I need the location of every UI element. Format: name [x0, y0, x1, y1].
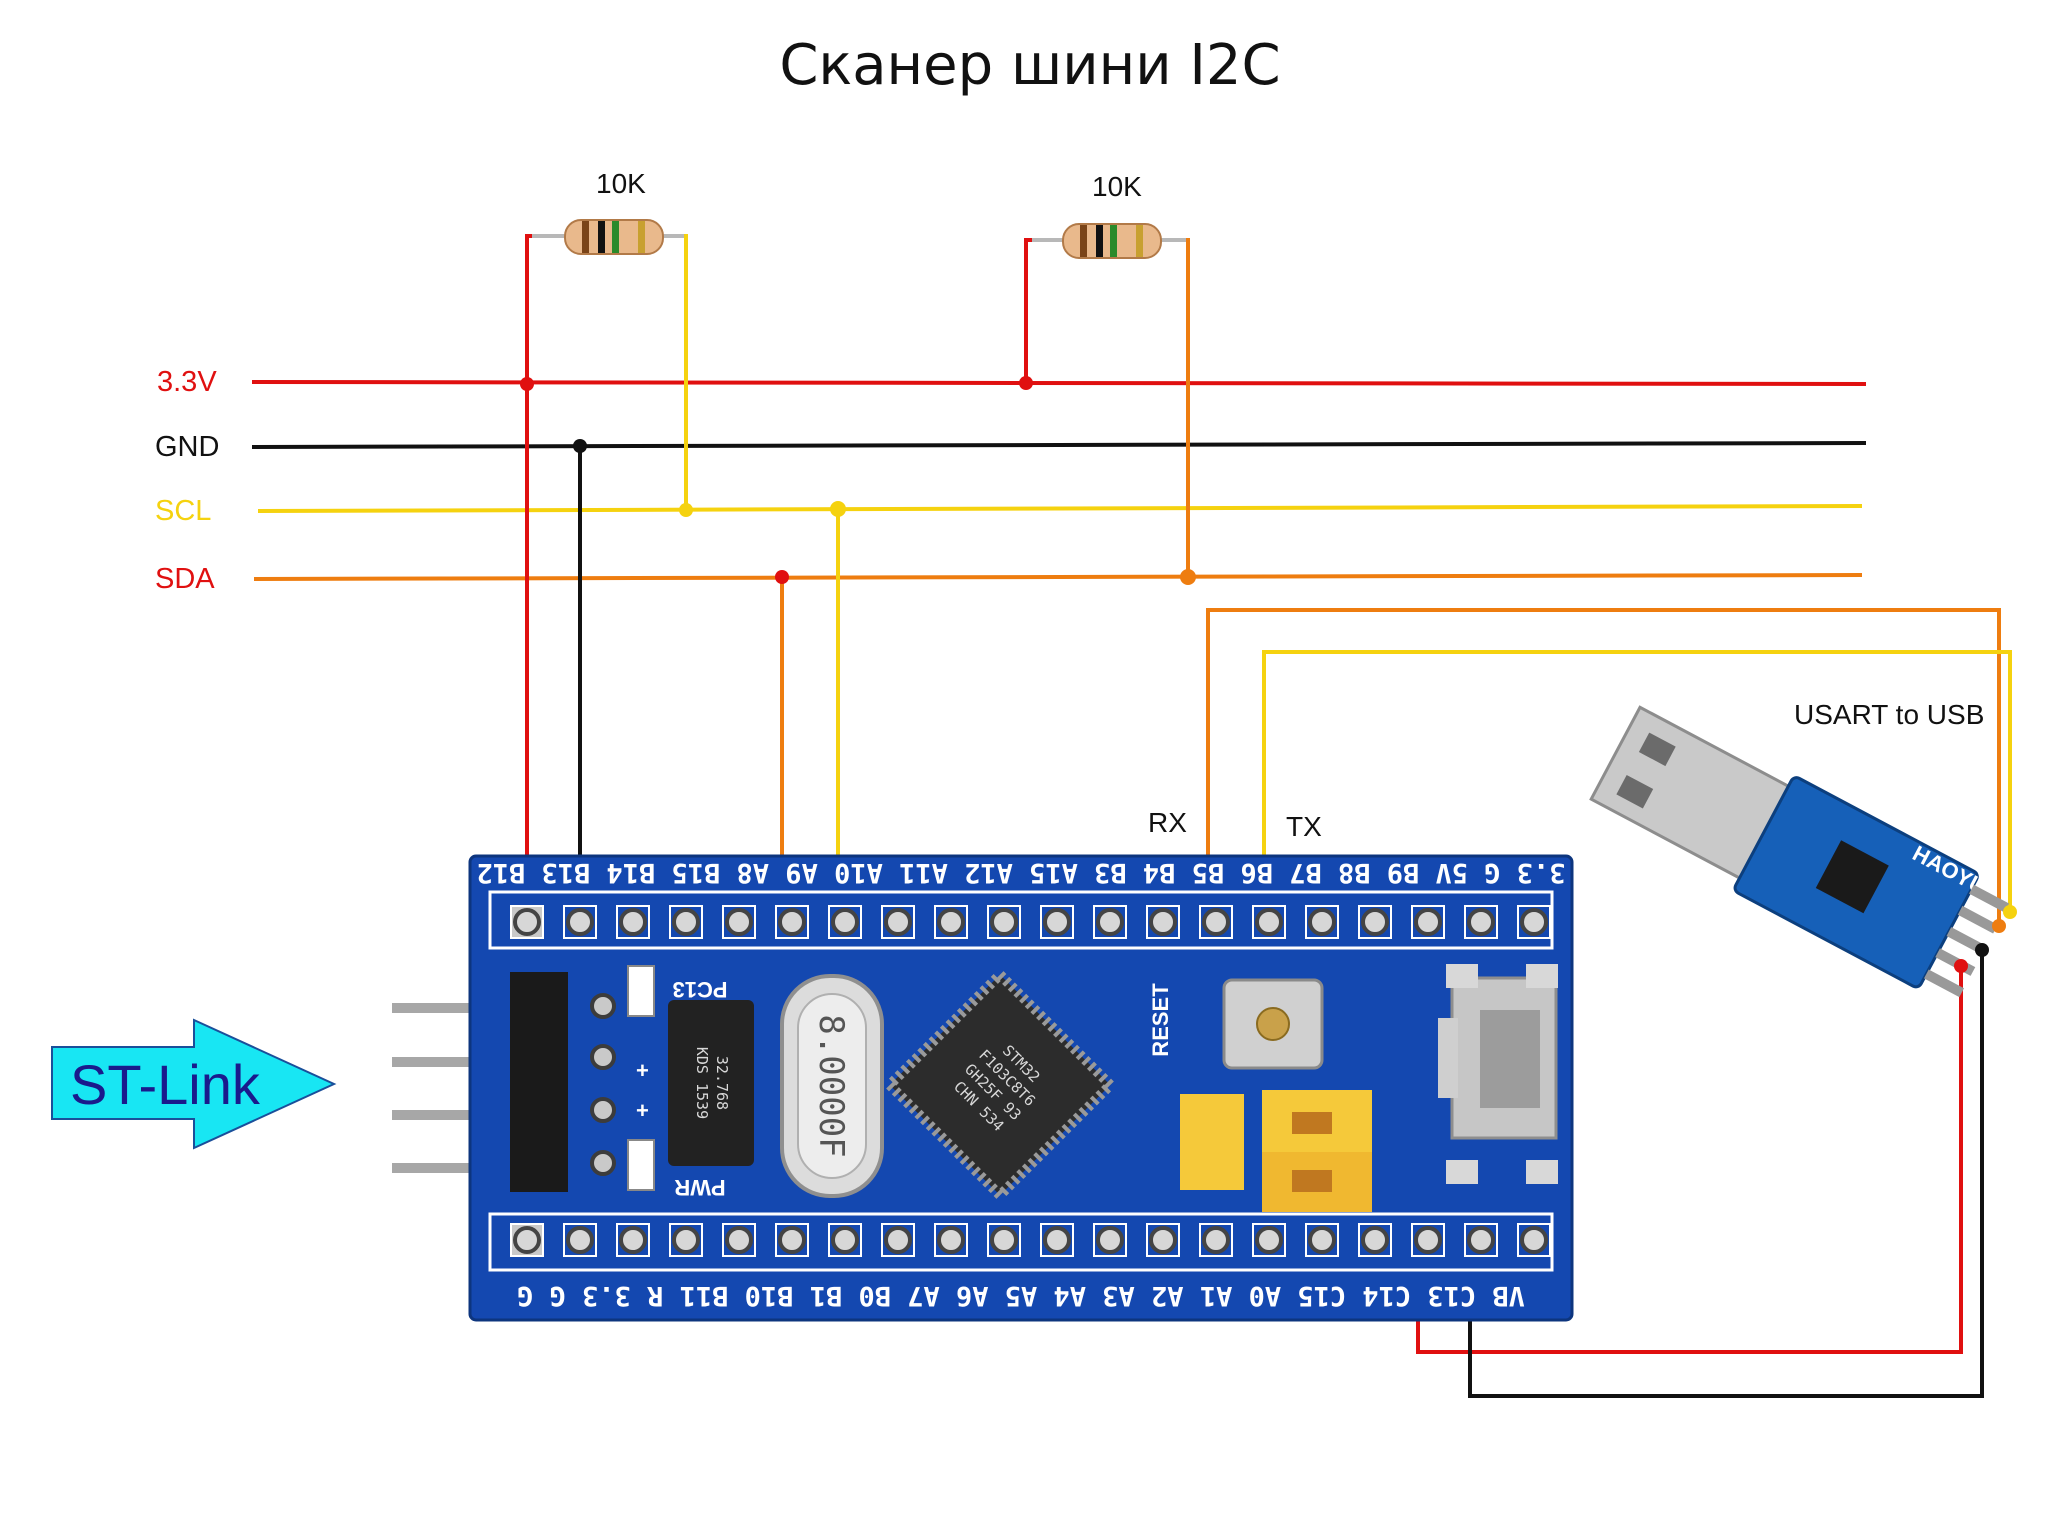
bottom-pin-vb[interactable]: [513, 1226, 541, 1254]
mcu-chip: STM32 F103C8T6 GH25F 93 CHN 534: [882, 967, 1118, 1203]
stlink-arrow: ST-Link: [51, 1018, 337, 1150]
svg-text:+: +: [636, 1098, 649, 1123]
stm32-board: 3.3 G 5V B9 B8 B7 B6 B5 B4 B3 A15 A12 A1…: [468, 854, 1574, 1322]
pwr-label: PWR: [674, 1175, 725, 1200]
bottom-pin-c13[interactable]: [566, 1226, 594, 1254]
bottom-pin-a5[interactable]: [990, 1226, 1018, 1254]
boot-jumpers[interactable]: [1180, 1090, 1372, 1212]
top-pin-a9[interactable]: [1255, 908, 1283, 936]
wire-rx: [1206, 608, 2001, 926]
top-pin-a10[interactable]: [1202, 908, 1230, 936]
wire-tx: [1262, 650, 2012, 922]
top-pin-labels: 3.3 G 5V B9 B8 B7 B6 B5 B4 B3 A15 A12 A1…: [476, 857, 1565, 888]
top-pin-b5[interactable]: [884, 908, 912, 936]
bottom-pin-a2[interactable]: [831, 1226, 859, 1254]
tx-label: TX: [1286, 811, 1322, 842]
bottom-pin-a6[interactable]: [1043, 1226, 1071, 1254]
usb-module-label: USART to USB: [1794, 699, 1984, 730]
wire-r2-to-sda: [1186, 238, 1190, 577]
top-pin-b9[interactable]: [672, 908, 700, 936]
rtc-crystal-text: 32.768: [713, 1056, 731, 1110]
wire-r1-to-scl: [684, 234, 688, 510]
page-title: Сканер шини I2C: [779, 33, 1280, 98]
top-pin-b7[interactable]: [778, 908, 806, 936]
resistor-2: 10K: [1030, 171, 1188, 259]
bottom-pin-33[interactable]: [1414, 1226, 1442, 1254]
main-crystal: 8.0000F: [780, 974, 884, 1198]
top-pin-5v[interactable]: [619, 908, 647, 936]
usb-uart-module: HAOYU: [1589, 705, 2010, 998]
rail-label-gnd: GND: [155, 431, 219, 463]
resistor-2-value: 10K: [1092, 171, 1142, 202]
bottom-pin-a1[interactable]: [778, 1226, 806, 1254]
bottom-pin-r[interactable]: [1361, 1226, 1389, 1254]
stlink-label: ST-Link: [70, 1053, 261, 1116]
rail-label-3v3: 3.3V: [157, 366, 217, 398]
bottom-pin-b10[interactable]: [1255, 1226, 1283, 1254]
resistor-1-value: 10K: [596, 168, 646, 199]
usb-module-connection-dots: [1954, 905, 2017, 973]
top-pin-row: [510, 905, 1551, 939]
resistor-1: 10K: [530, 168, 686, 255]
bottom-pin-a4[interactable]: [937, 1226, 965, 1254]
rail-label-scl: SCL: [155, 495, 211, 527]
top-pin-a8[interactable]: [1308, 908, 1336, 936]
bottom-pin-b1[interactable]: [1202, 1226, 1230, 1254]
rail-gnd-line: [251, 441, 1867, 449]
bottom-pin-a3[interactable]: [884, 1226, 912, 1254]
rail-label-sda: SDA: [155, 563, 215, 595]
bus-rails: 3.3V GND SCL SDA: [155, 366, 1867, 595]
bottom-pin-c15[interactable]: [672, 1226, 700, 1254]
top-pin-b15[interactable]: [1361, 908, 1389, 936]
top-pin-b6[interactable]: [831, 908, 859, 936]
top-pin-a15[interactable]: [1043, 908, 1071, 936]
top-pin-b4[interactable]: [937, 908, 965, 936]
bottom-pin-b11[interactable]: [1308, 1226, 1336, 1254]
top-pin-b8[interactable]: [725, 908, 753, 936]
wire-r1-to-3v3: [525, 234, 532, 384]
reset-button[interactable]: [1222, 978, 1324, 1070]
reset-label: RESET: [1148, 983, 1173, 1057]
junction-dots: [520, 376, 1196, 585]
rtc-crystal-text-2: KDS 1539: [693, 1047, 711, 1119]
top-pin-b12[interactable]: [1520, 908, 1548, 936]
main-crystal-text: 8.0000F: [811, 1014, 851, 1157]
svg-text:+: +: [636, 1058, 649, 1083]
rail-scl-line: [257, 504, 1863, 513]
top-pin-g[interactable]: [566, 908, 594, 936]
bottom-pin-a7[interactable]: [1096, 1226, 1124, 1254]
top-pin-33[interactable]: [513, 908, 541, 936]
bottom-pin-g[interactable]: [1520, 1226, 1548, 1254]
top-pin-b14[interactable]: [1414, 908, 1442, 936]
top-pin-a12[interactable]: [1096, 908, 1124, 936]
rail-sda-line: [253, 573, 1863, 581]
bottom-pin-labels: VB C13 C14 C15 A0 A1 A2 A3 A4 A5 A6 A7 B…: [517, 1280, 1525, 1311]
stlink-header: [392, 1003, 516, 1173]
rail-3v3-line: [251, 380, 1867, 386]
bottom-pin-c14[interactable]: [619, 1226, 647, 1254]
bottom-pin-g[interactable]: [1467, 1226, 1495, 1254]
top-pin-a11[interactable]: [1149, 908, 1177, 936]
top-pin-b13[interactable]: [1467, 908, 1495, 936]
rx-label: RX: [1148, 807, 1187, 838]
pc13-label: PC13: [672, 977, 727, 1002]
bottom-pin-a0[interactable]: [725, 1226, 753, 1254]
micro-usb-connector: [1438, 964, 1558, 1184]
bottom-pin-b0[interactable]: [1149, 1226, 1177, 1254]
rtc-crystal: 32.768 KDS 1539: [668, 1000, 754, 1166]
wire-r2-to-3v3: [1024, 238, 1032, 383]
top-pin-b3[interactable]: [990, 908, 1018, 936]
bottom-pin-row: [510, 1223, 1551, 1257]
